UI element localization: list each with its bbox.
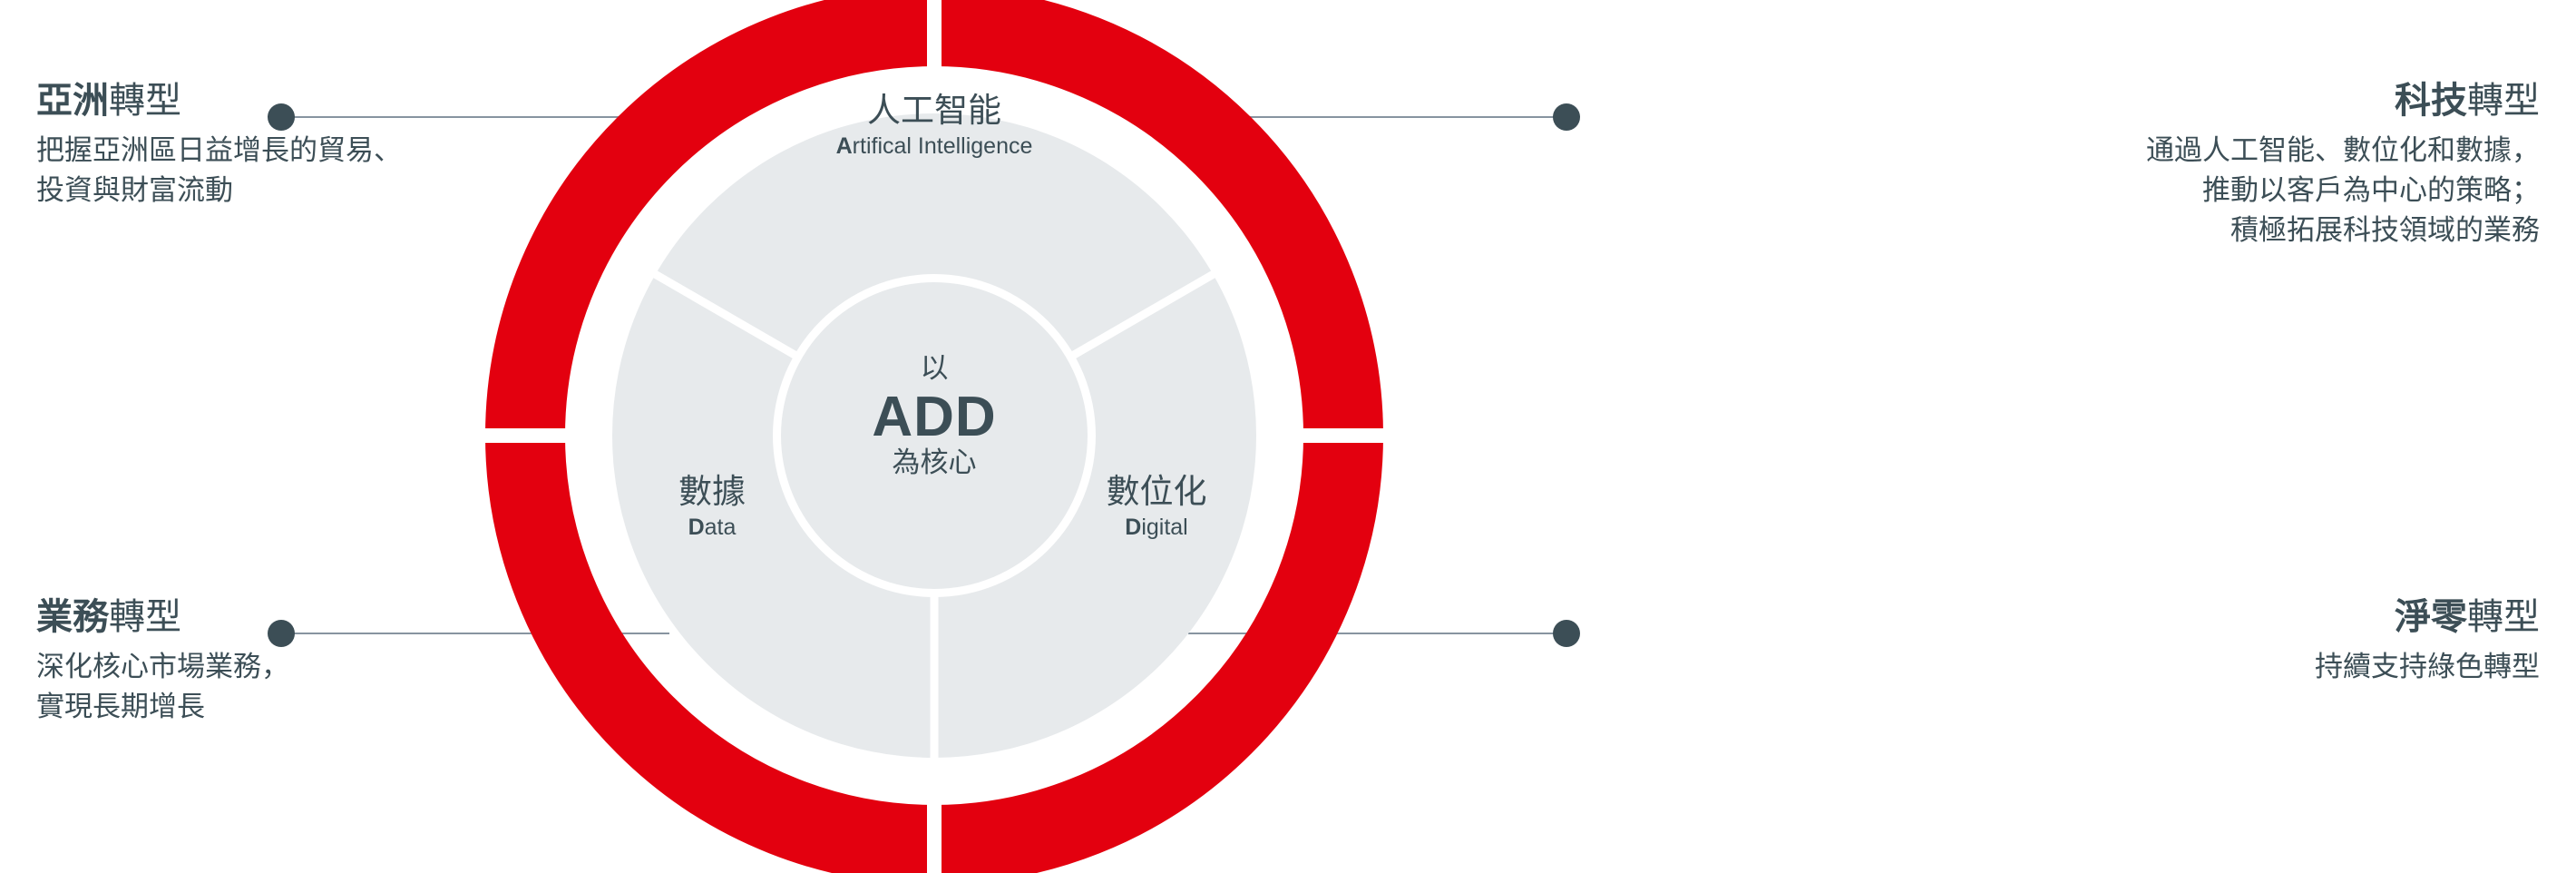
core-label-main: ADD <box>872 385 997 448</box>
callout-netzero-desc-line: 持續支持綠色轉型 <box>2315 651 2540 682</box>
pillar-label-digital-en: Digital <box>1020 514 1293 541</box>
callout-asia-title-strong: 亞洲 <box>36 81 109 121</box>
callout-technology-desc: 通過人工智能、數位化和數據， 推動以客戶為中心的策略； 積極拓展科技領域的業務 <box>1887 131 2540 250</box>
outer-ring-segment-netzero <box>933 435 1383 873</box>
donut-svg <box>485 0 1383 873</box>
callout-netzero: 淨零轉型 持續支持綠色轉型 <box>1887 596 2540 687</box>
callout-asia-desc-line: 投資與財富流動 <box>36 174 233 207</box>
pillar-label-digital-cn: 數位化 <box>1106 473 1207 510</box>
callout-netzero-desc: 持續支持綠色轉型 <box>1887 647 2540 687</box>
core-label-post: 為核心 <box>892 446 977 478</box>
connector-bullet-business <box>268 620 295 647</box>
callout-business-desc-line: 深化核心市場業務， <box>36 651 289 682</box>
callout-business-desc: 深化核心市場業務， 實現長期增長 <box>36 647 599 727</box>
callout-asia-desc-line: 把握亞洲區日益增長的貿易、 <box>36 134 402 166</box>
callout-asia: 亞洲轉型 把握亞洲區日益增長的貿易、 投資與財富流動 <box>36 80 599 211</box>
connector-bullet-netzero <box>1553 620 1580 647</box>
pillar-label-ai-en-rest: rtifical Intelligence <box>852 133 1033 160</box>
pillar-label-ai-cn: 人工智能 <box>867 92 1001 129</box>
callout-business: 業務轉型 深化核心市場業務， 實現長期增長 <box>36 596 599 727</box>
pillar-label-data: 數據 Data <box>576 472 848 541</box>
pillar-label-digital-en-rest: igital <box>1141 515 1188 541</box>
callout-technology-title: 科技轉型 <box>1887 80 2540 122</box>
outer-ring-group <box>485 0 1383 873</box>
connector-line-business <box>288 633 669 634</box>
callout-business-desc-line: 實現長期增長 <box>36 691 205 723</box>
ring-gap-bottom <box>927 794 942 873</box>
callout-technology-title-strong: 科技 <box>2395 81 2467 121</box>
pillar-label-digital: 數位化 Digital <box>1020 472 1293 541</box>
callout-netzero-title-strong: 淨零 <box>2395 597 2467 637</box>
pillar-label-data-en-rest: ata <box>704 515 737 541</box>
callout-technology-title-light: 轉型 <box>2467 81 2540 121</box>
pillar-label-ai-en-initial: A <box>835 133 853 160</box>
pillar-label-ai: 人工智能 Artifical Intelligence <box>707 91 1161 160</box>
core-label-pre: 以 <box>920 352 949 384</box>
callout-netzero-title-light: 轉型 <box>2467 597 2540 637</box>
callout-technology-desc-line: 通過人工智能、數位化和數據， <box>2146 134 2540 166</box>
outer-ring-segment-technology <box>933 0 1383 436</box>
core-disc <box>781 282 1088 589</box>
callout-asia-desc: 把握亞洲區日益增長的貿易、 投資與財富流動 <box>36 131 599 211</box>
ring-gap-top <box>927 0 942 77</box>
callout-technology-desc-line: 推動以客戶為中心的策略； <box>2202 174 2540 207</box>
add-donut-diagram: 人工智能 Artifical Intelligence 數據 Data 數位化 … <box>485 0 1383 873</box>
pillar-label-data-en-initial: D <box>688 515 705 541</box>
connector-line-asia <box>288 116 669 118</box>
callout-business-title-strong: 業務 <box>36 597 109 637</box>
callout-technology-desc-line: 積極拓展科技領域的業務 <box>2230 214 2540 247</box>
outer-ring-gaps <box>485 0 1383 873</box>
ring-gap-right <box>1293 428 1383 443</box>
pillar-label-digital-en-initial: D <box>1125 515 1142 541</box>
callout-asia-title-light: 轉型 <box>109 81 181 121</box>
ring-gap-left <box>485 428 576 443</box>
pillar-label-ai-en: Artifical Intelligence <box>707 132 1161 160</box>
callout-technology: 科技轉型 通過人工智能、數位化和數據， 推動以客戶為中心的策略； 積極拓展科技領… <box>1887 80 2540 250</box>
callout-netzero-title: 淨零轉型 <box>1887 596 2540 638</box>
connector-line-technology <box>1188 116 1574 118</box>
core-label: 以 ADD 為核心 <box>753 352 1116 478</box>
callout-business-title: 業務轉型 <box>36 596 599 638</box>
callout-business-title-light: 轉型 <box>109 597 181 637</box>
pillar-label-data-en: Data <box>576 514 848 541</box>
outer-ring-segment-business <box>485 435 935 873</box>
pillar-label-data-cn: 數據 <box>678 473 746 510</box>
connector-line-netzero <box>1188 633 1574 634</box>
callout-asia-title: 亞洲轉型 <box>36 80 599 122</box>
connector-bullet-technology <box>1553 103 1580 131</box>
connector-bullet-asia <box>268 103 295 131</box>
outer-ring-segment-asia <box>485 0 935 436</box>
